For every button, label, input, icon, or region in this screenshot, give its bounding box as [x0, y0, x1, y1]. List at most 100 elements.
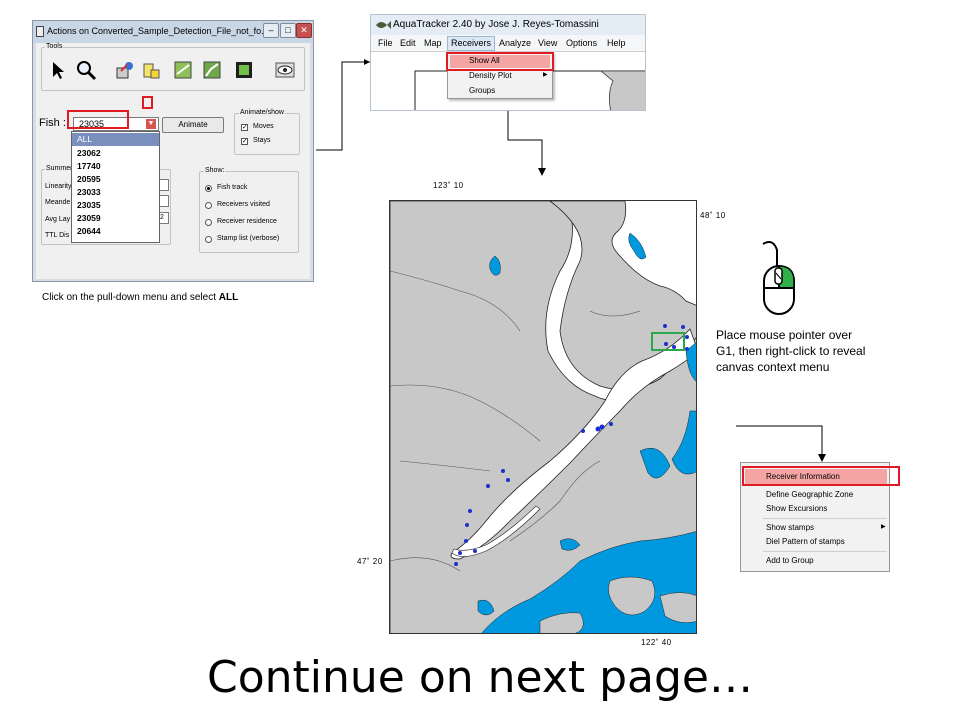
menubar: File Edit Map Receivers Analyze View Opt… — [371, 35, 645, 52]
dropdown-selected-bg — [72, 133, 159, 146]
menu-options[interactable]: Options — [566, 38, 598, 48]
fish-track-tool-icon[interactable] — [114, 59, 136, 81]
ctx-define-geographic-zone[interactable]: Define Geographic Zone — [766, 490, 854, 499]
summary-label-linearity: Linearity — [45, 183, 72, 190]
menu-item-density-plot[interactable]: Density Plot — [469, 71, 512, 80]
animate-show-label: Animate/show — [239, 109, 285, 116]
fish-logo-icon — [376, 21, 391, 29]
receiver-residence-radio[interactable] — [205, 219, 212, 226]
receivers-visited-radio[interactable] — [205, 202, 212, 209]
tools-group — [41, 47, 305, 91]
dialog-caption: Click on the pull-down menu and select A… — [42, 292, 239, 303]
receiver-markers — [454, 324, 689, 566]
submenu-arrow-icon: ▶ — [543, 72, 548, 78]
mouse-icon — [762, 241, 795, 315]
receiver-tool-icon[interactable] — [140, 59, 162, 81]
instruction-text: Place mouse pointer over G1, then right-… — [716, 328, 866, 374]
stays-label: Stays — [253, 137, 271, 144]
ctx-separator — [763, 551, 887, 552]
aquatracker-title: AquaTracker 2.40 by Jose J. Reyes-Tomass… — [393, 19, 599, 30]
ctx-separator — [763, 518, 887, 519]
summary-label-avg: Avg Lay — [45, 216, 71, 223]
moves-checkbox[interactable]: ✓ — [241, 124, 248, 131]
fish-dropdown-list: ALL 23062 17740 20595 23033 23035 23059 … — [71, 131, 160, 243]
pointer-tool-icon[interactable] — [47, 59, 69, 81]
fish-track-radio[interactable] — [205, 185, 212, 192]
map-tool-icon[interactable] — [172, 59, 194, 81]
dropdown-item[interactable]: 23033 — [77, 187, 101, 197]
stays-checkbox[interactable]: ✓ — [241, 138, 248, 145]
map-canvas[interactable] — [389, 200, 697, 634]
receivers-visited-label: Receivers visited — [217, 201, 270, 208]
dialog-titlebar: Actions on Converted_Sample_Detection_Fi… — [33, 21, 313, 43]
fish-combobox-value: 23035 — [79, 119, 105, 129]
dropdown-item[interactable]: 20595 — [77, 174, 101, 184]
ctx-receiver-information[interactable]: Receiver Information — [766, 472, 840, 481]
show-group — [199, 171, 299, 253]
dropdown-item[interactable]: 17740 — [77, 161, 101, 171]
show-all-highlight-box — [446, 52, 554, 71]
animate-button[interactable]: Animate — [162, 117, 224, 133]
aquatracker-window: AquaTracker 2.40 by Jose J. Reyes-Tomass… — [370, 14, 646, 111]
coord-bottom-label: 122˚ 40 — [641, 638, 672, 647]
maximize-button[interactable]: □ — [280, 23, 296, 38]
receivers-dropdown: Show All Density Plot ▶ Groups — [447, 52, 553, 99]
aquatracker-titlebar: AquaTracker 2.40 by Jose J. Reyes-Tomass… — [371, 15, 645, 35]
dialog-title: Actions on Converted_Sample_Detection_Fi… — [47, 26, 269, 36]
zoom-tool-icon[interactable] — [75, 59, 97, 81]
menu-analyze[interactable]: Analyze — [499, 38, 532, 48]
moves-label: Moves — [253, 123, 274, 130]
dropdown-arrow-icon[interactable]: ▼ — [146, 119, 156, 129]
menu-receivers[interactable]: Receivers — [451, 38, 492, 48]
chart-tool-icon[interactable] — [201, 59, 223, 81]
all-highlight-box — [67, 110, 129, 129]
map-svg[interactable] — [390, 201, 697, 634]
dropdown-item-all[interactable]: ALL — [77, 134, 93, 144]
group-g1-box — [651, 332, 685, 351]
receiver-info-highlight-box — [742, 466, 900, 486]
dropdown-item[interactable]: 23062 — [77, 148, 101, 158]
ctx-diel-pattern[interactable]: Diel Pattern of stamps — [766, 537, 845, 546]
receiver-info-bg — [745, 469, 887, 484]
dropdown-item[interactable]: 23035 — [77, 200, 101, 210]
actions-dialog: Actions on Converted_Sample_Detection_Fi… — [32, 20, 314, 282]
eye-tool-icon[interactable] — [274, 59, 296, 81]
menu-receivers-bg — [447, 36, 495, 51]
ctx-show-excursions[interactable]: Show Excursions — [766, 504, 828, 513]
close-button[interactable]: ✕ — [296, 23, 312, 38]
menu-map[interactable]: Map — [424, 38, 442, 48]
dropdown-arrow-highlight — [142, 96, 153, 109]
show-group-label: Show: — [204, 167, 226, 174]
summary-label-meander: Meande — [45, 199, 71, 206]
fish-track-label: Fish track — [217, 184, 248, 191]
summary-label-ttl: TTL Dis — [45, 232, 70, 239]
coord-left-label: 47˚ 20 — [357, 557, 383, 566]
ctx-add-to-group[interactable]: Add to Group — [766, 556, 814, 565]
minimize-button[interactable]: – — [263, 23, 279, 38]
dialog-body: Tools — [36, 43, 310, 279]
menu-help[interactable]: Help — [607, 38, 626, 48]
summary-group-label: Summer — [45, 165, 74, 172]
coord-top-label: 123˚ 10 — [433, 181, 464, 190]
show-all-bg — [450, 55, 550, 68]
continue-text: Continue on next page… — [207, 652, 753, 703]
dropdown-item[interactable]: 23059 — [77, 213, 101, 223]
canvas-context-menu: Receiver Information Define Geographic Z… — [740, 462, 890, 572]
stamp-list-label: Stamp list (verbose) — [217, 235, 280, 242]
dropdown-item[interactable]: 20644 — [77, 226, 101, 236]
coord-right-label: 48˚ 10 — [700, 211, 726, 220]
menu-edit[interactable]: Edit — [400, 38, 416, 48]
menu-item-groups[interactable]: Groups — [469, 86, 496, 95]
film-tool-icon[interactable] — [233, 59, 255, 81]
ctx-show-stamps[interactable]: Show stamps — [766, 523, 815, 532]
stamp-list-radio[interactable] — [205, 236, 212, 243]
menu-item-show-all[interactable]: Show All — [469, 56, 500, 65]
submenu-arrow-icon: ▶ — [881, 524, 886, 530]
menu-view[interactable]: View — [538, 38, 558, 48]
menu-file[interactable]: File — [378, 38, 393, 48]
fish-label: Fish : — [39, 117, 66, 129]
toolbar — [44, 51, 304, 85]
app-icon — [36, 26, 44, 37]
tools-group-label: Tools — [45, 43, 64, 50]
